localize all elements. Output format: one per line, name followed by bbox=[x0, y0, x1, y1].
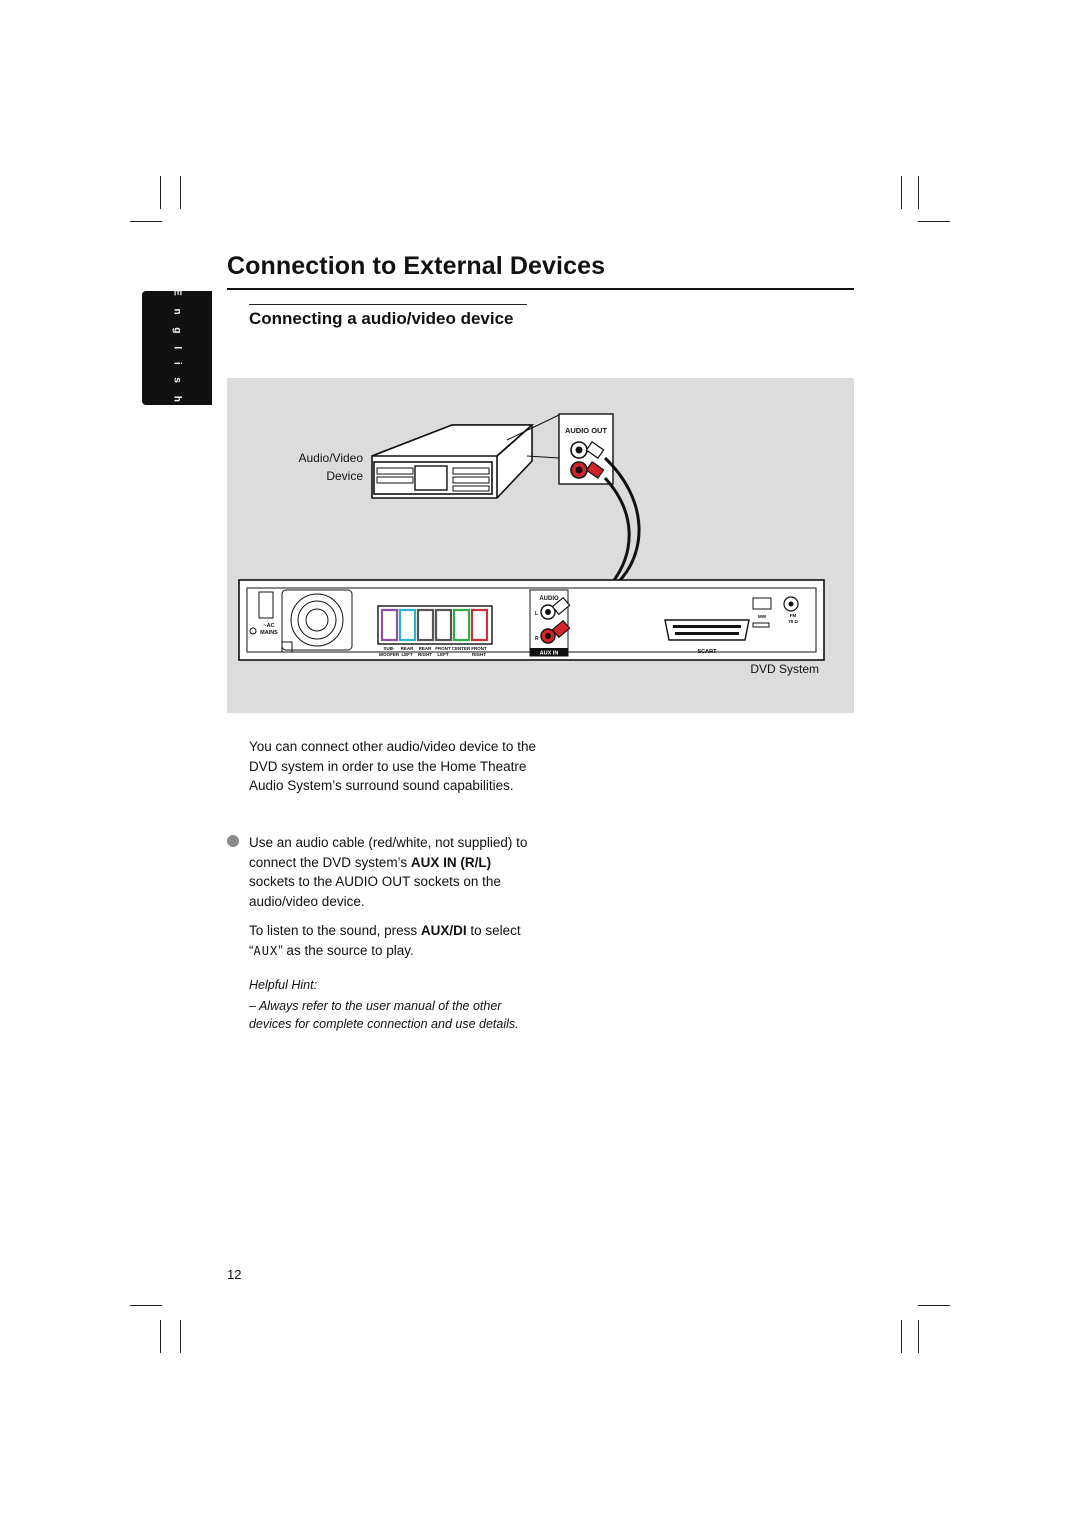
speaker-label-bottom: LEFT bbox=[401, 652, 412, 657]
device-label-line2: Device bbox=[326, 469, 363, 483]
rca-plugs-device-side bbox=[585, 441, 605, 479]
speaker-label-bottom: RIGHT bbox=[472, 652, 486, 657]
crop-mark bbox=[918, 176, 919, 209]
listen-text-bold: AUX/DI bbox=[420, 923, 467, 938]
mw-label: MW bbox=[758, 614, 767, 619]
crop-mark bbox=[918, 1320, 919, 1353]
aux-audio-label: AUDIO bbox=[539, 596, 559, 602]
speaker-label-top: CENTER bbox=[452, 646, 471, 651]
title-rule bbox=[227, 288, 854, 290]
aux-l-label: L bbox=[535, 611, 538, 617]
audio-video-device-illustration bbox=[371, 424, 535, 499]
device-label-line1: Audio/Video bbox=[299, 451, 364, 465]
speaker-label-top: FRONT bbox=[435, 646, 451, 651]
connection-diagram: Audio/Video Device AUDIO OUT bbox=[227, 378, 854, 713]
bullet-dot-icon bbox=[227, 835, 239, 847]
speaker-label-bottom: LEFT bbox=[437, 652, 448, 657]
crop-mark bbox=[918, 1305, 950, 1306]
crop-mark bbox=[180, 176, 181, 209]
aux-in-label: AUX IN bbox=[540, 651, 559, 657]
aux-r-label: R bbox=[535, 636, 539, 642]
section-subtitle: Connecting a audio/video device bbox=[249, 309, 514, 328]
step-text-bold: AUX IN (R/L) bbox=[410, 854, 492, 870]
fan-vent-icon bbox=[281, 589, 353, 651]
hint-title: Helpful Hint: bbox=[249, 978, 318, 992]
audio-out-panel: AUDIO OUT bbox=[558, 413, 614, 485]
connection-diagram-svg: Audio/Video Device AUDIO OUT bbox=[238, 413, 825, 676]
speaker-label-bottom: WOOFER bbox=[379, 652, 400, 657]
fm-label-2: 75 Ω bbox=[788, 619, 798, 624]
speaker-label-top: FRONT bbox=[471, 646, 487, 651]
crop-mark bbox=[901, 1320, 902, 1353]
listen-paragraph: To listen to the sound, press AUX/DI to … bbox=[249, 921, 539, 961]
step-paragraph: Use an audio cable (red/white, not suppl… bbox=[249, 833, 539, 911]
dvd-system-label: DVD System bbox=[750, 662, 819, 676]
language-tab-label: E n g l i s h bbox=[171, 289, 183, 407]
intro-paragraph: You can connect other audio/video device… bbox=[249, 739, 536, 793]
crop-mark bbox=[918, 221, 950, 222]
audio-out-label: AUDIO OUT bbox=[565, 426, 608, 435]
listen-text-part3: ” as the source to play. bbox=[278, 942, 414, 958]
crop-mark bbox=[901, 176, 902, 209]
scart-label: SCART bbox=[698, 649, 718, 655]
subtitle-rule bbox=[249, 304, 527, 305]
crop-mark bbox=[160, 1320, 161, 1353]
speaker-label-bottom: RIGHT bbox=[418, 652, 432, 657]
crop-mark bbox=[180, 1320, 181, 1353]
scart-connector bbox=[664, 619, 750, 641]
listen-text-part2: to select “ bbox=[249, 923, 521, 958]
ac-label-2: MAINS bbox=[260, 630, 278, 636]
crop-mark bbox=[160, 176, 161, 209]
fm-label-1: FM bbox=[790, 613, 797, 618]
step-text-part2: sockets to the AUDIO OUT sockets on the … bbox=[249, 874, 501, 909]
listen-text-part1: To listen to the sound, press bbox=[249, 923, 421, 938]
crop-mark bbox=[130, 221, 162, 222]
language-tab: E n g l i s h bbox=[142, 289, 212, 407]
speaker-label-top: SUB- bbox=[384, 646, 396, 651]
step-text-part1: Use an audio cable (red/white, not suppl… bbox=[249, 835, 528, 870]
page-title: Connection to External Devices bbox=[227, 252, 606, 280]
dvd-system-rear-panel: ~AC MAINS SUB- REAR REAR FRO bbox=[238, 579, 825, 661]
speaker-label-top: REAR bbox=[401, 646, 415, 651]
speaker-label-top: REAR bbox=[419, 646, 433, 651]
crop-mark bbox=[130, 1305, 162, 1306]
hint-body: – Always refer to the user manual of the… bbox=[249, 999, 519, 1031]
ac-label-1: ~AC bbox=[263, 623, 274, 629]
display-text-aux: AUX bbox=[253, 943, 279, 958]
page-number: 12 bbox=[227, 1267, 242, 1282]
